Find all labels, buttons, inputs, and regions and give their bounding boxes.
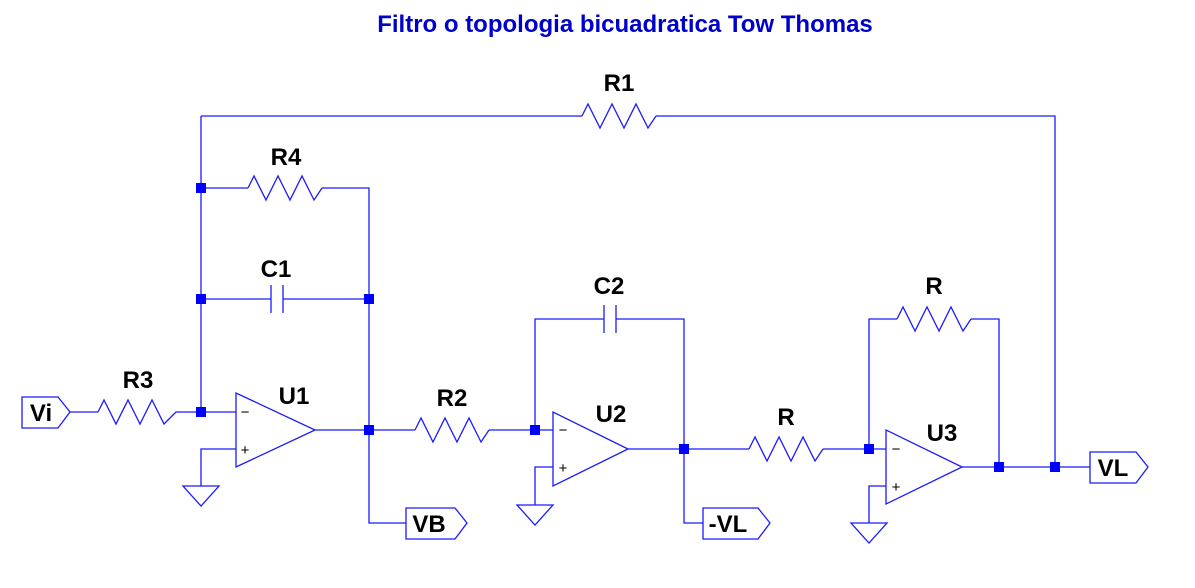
wire-vb: [368, 430, 406, 524]
resistor-icon[interactable]: [247, 174, 323, 202]
label-r1: R1: [604, 70, 635, 97]
junction-dot: [364, 294, 374, 304]
u1-plus-pin: +: [241, 442, 250, 459]
u2-plus-pin: +: [559, 460, 568, 477]
junctions: [196, 183, 1060, 472]
label-r4: R4: [271, 144, 302, 171]
net-flag-vl[interactable]: [1089, 451, 1149, 484]
wire-r1-right: [656, 115, 1056, 467]
junction-dot: [364, 425, 374, 435]
opamp-icon[interactable]: [885, 428, 964, 506]
wire-neg-vl: [683, 449, 703, 524]
capacitor-icon[interactable]: [603, 305, 617, 333]
wires: [70, 115, 1090, 524]
wire-c2-left: [534, 318, 604, 430]
diagram-title: Filtro o topologia bicuadratica Tow Thom…: [377, 11, 873, 38]
junction-dot: [530, 425, 540, 435]
wire-c2-right: [616, 318, 685, 449]
resistor-icon[interactable]: [581, 102, 657, 130]
ground-icon: [849, 522, 889, 544]
junction-dot: [196, 407, 206, 417]
label-r-fb: R: [925, 273, 942, 300]
net-label-vi: Vi: [30, 400, 52, 427]
wire-u3-ground: [868, 485, 886, 523]
wire-rfb-left: [868, 318, 897, 449]
u2-minus-pin: −: [559, 422, 568, 439]
u3-minus-pin: −: [892, 441, 901, 458]
label-r2: R2: [437, 385, 468, 412]
resistor-icon[interactable]: [748, 435, 824, 463]
wire-rfb-right: [971, 318, 1000, 467]
resistor-icon[interactable]: [97, 398, 177, 426]
resistor-icon[interactable]: [414, 416, 490, 444]
label-c2: C2: [594, 273, 625, 300]
label-r-in: R: [777, 404, 794, 431]
net-flag-neg-vl[interactable]: [702, 507, 771, 540]
net-label-vb: VB: [412, 511, 445, 538]
u1-minus-pin: −: [241, 404, 250, 421]
junction-dot: [864, 444, 874, 454]
u3-plus-pin: +: [892, 479, 901, 496]
wire-u1-ground: [200, 448, 236, 486]
junction-dot: [196, 294, 206, 304]
net-flag-vb[interactable]: [405, 507, 468, 540]
label-r3: R3: [123, 367, 154, 394]
wire-r4-right: [322, 187, 370, 430]
net-label-vl: VL: [1098, 455, 1129, 482]
wire-u2-ground: [534, 466, 553, 505]
opamp-icon[interactable]: [552, 410, 630, 488]
capacitor-icon[interactable]: [270, 285, 284, 313]
junction-dot: [994, 462, 1004, 472]
ground-icon: [515, 504, 555, 526]
opamp-icon[interactable]: [235, 391, 317, 469]
junction-dot: [196, 183, 206, 193]
label-c1: C1: [261, 256, 292, 283]
label-u2: U2: [596, 401, 627, 428]
label-u1: U1: [279, 383, 310, 410]
net-label-neg-vl: -VL: [709, 511, 748, 538]
label-u3: U3: [927, 420, 958, 447]
ground-icon: [181, 485, 221, 507]
resistor-icon[interactable]: [896, 305, 972, 333]
junction-dot: [1050, 462, 1060, 472]
net-flag-vi[interactable]: [21, 396, 71, 429]
junction-dot: [679, 444, 689, 454]
